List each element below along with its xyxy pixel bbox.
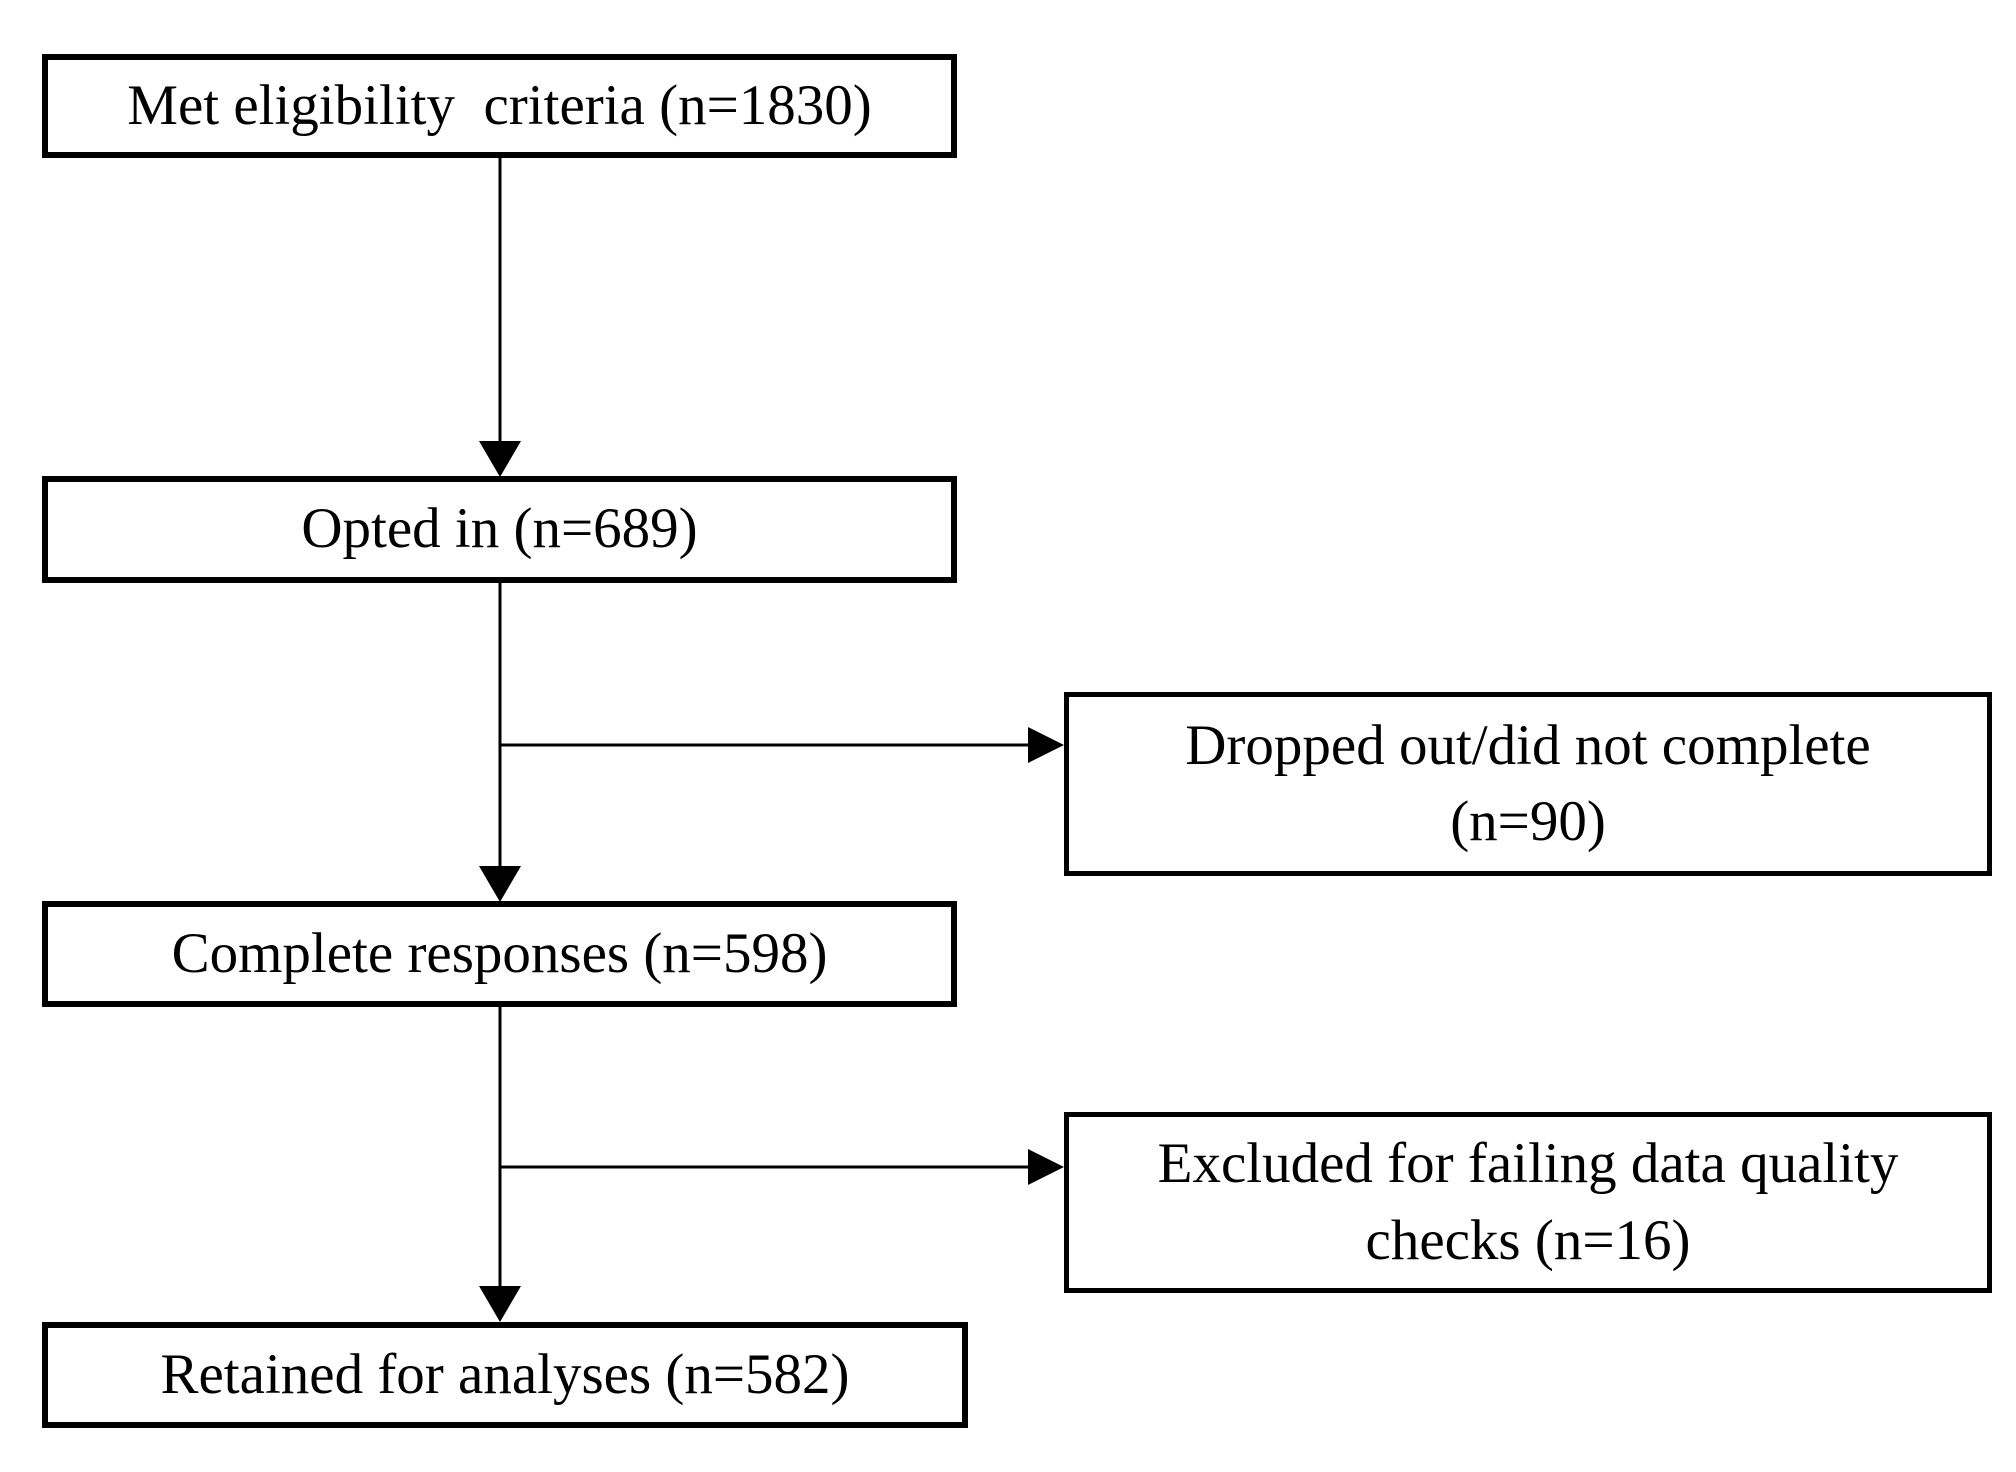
node-dropped-out-line2: (n=90) bbox=[1450, 790, 1606, 853]
node-dropped-out: Dropped out/did not complete (n=90) bbox=[1064, 692, 1992, 876]
node-dropped-out-line1: Dropped out/did not complete bbox=[1185, 713, 1871, 777]
arrow-opted-in-to-complete bbox=[479, 583, 521, 902]
arrow-branch-dropped-out bbox=[500, 727, 1064, 763]
node-complete-responses: Complete responses (n=598) bbox=[42, 901, 957, 1007]
arrow-branch-excluded bbox=[500, 1149, 1064, 1185]
node-retained-label: Retained for analyses (n=582) bbox=[160, 1342, 850, 1406]
node-excluded: Excluded for failing data quality checks… bbox=[1064, 1112, 1992, 1293]
node-excluded-line1: Excluded for failing data quality bbox=[1157, 1132, 1899, 1196]
node-met-eligibility: Met eligibility criteria (n=1830) bbox=[42, 54, 957, 158]
arrow-complete-to-retained bbox=[479, 1007, 521, 1322]
node-complete-responses-label: Complete responses (n=598) bbox=[171, 921, 828, 985]
arrow-eligibility-to-opted-in bbox=[479, 158, 521, 477]
node-opted-in: Opted in (n=689) bbox=[42, 476, 957, 583]
node-retained: Retained for analyses (n=582) bbox=[42, 1322, 968, 1428]
node-excluded-line2: checks (n=16) bbox=[1365, 1208, 1691, 1272]
node-opted-in-label: Opted in (n=689) bbox=[301, 497, 698, 561]
node-met-eligibility-label: Met eligibility criteria (n=1830) bbox=[127, 73, 872, 137]
